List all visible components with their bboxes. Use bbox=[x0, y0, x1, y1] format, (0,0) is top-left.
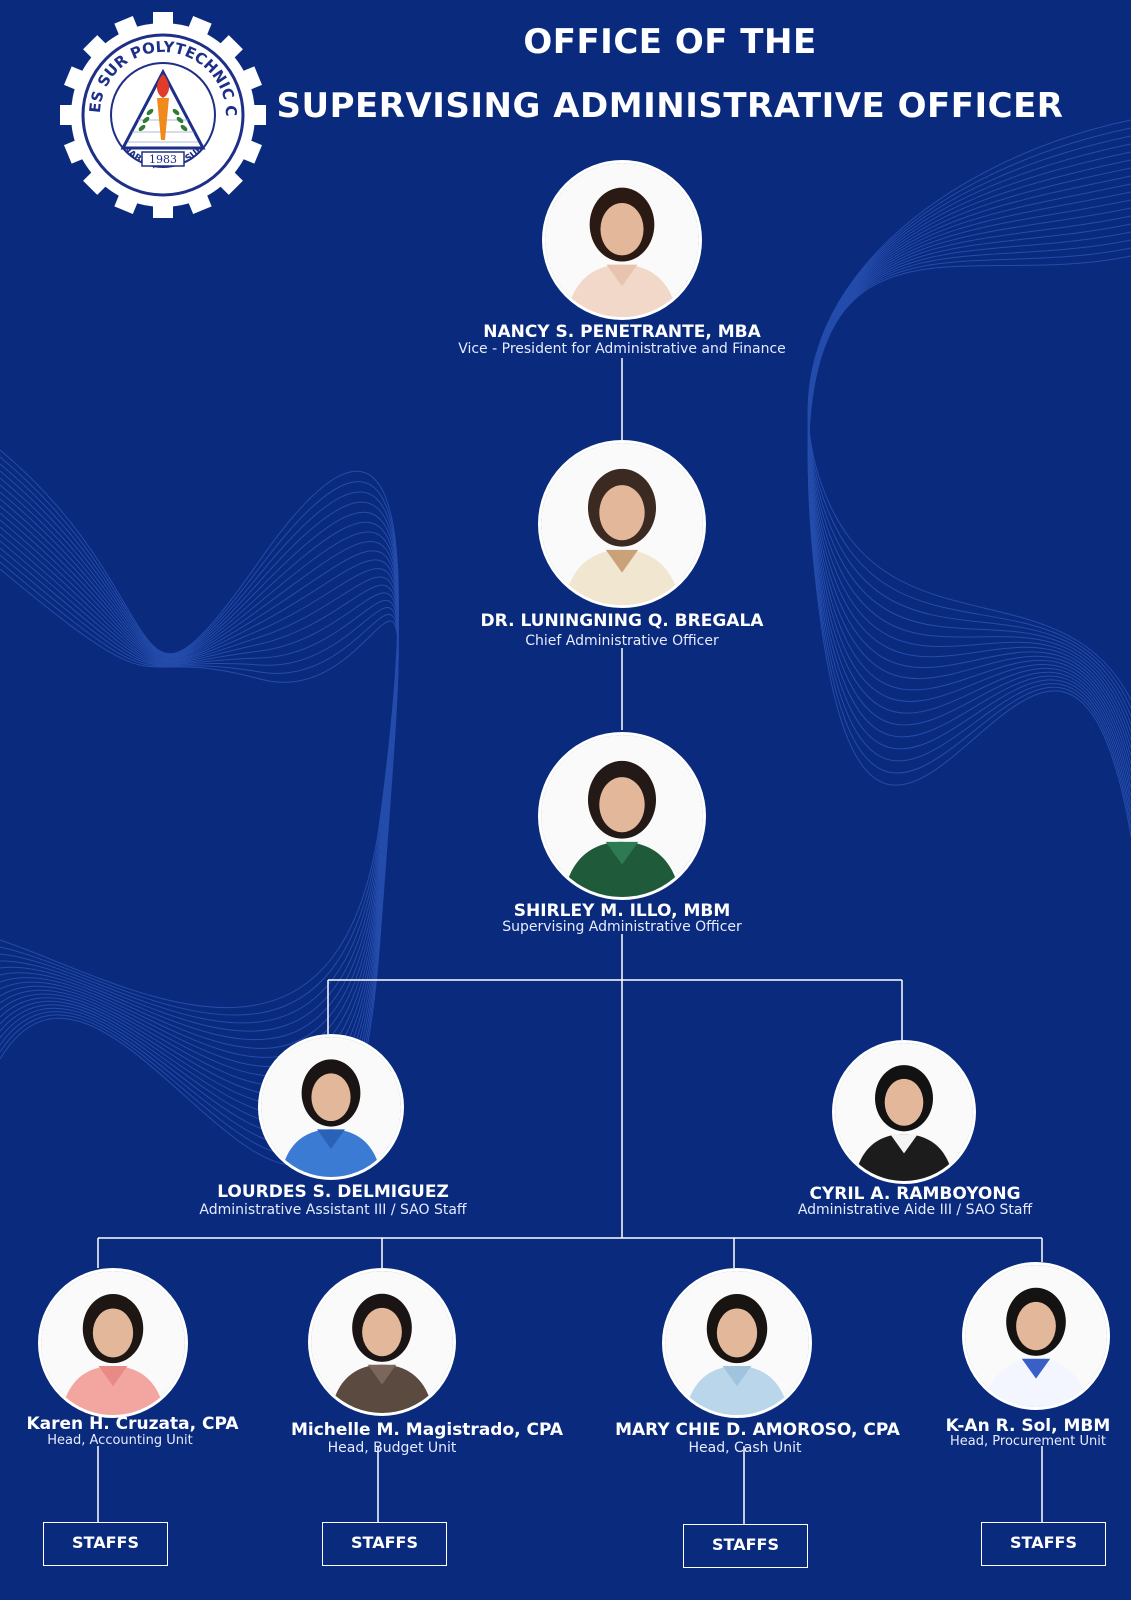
page-title-line1: OFFICE OF THE bbox=[523, 22, 817, 62]
photo-asst bbox=[258, 1034, 404, 1180]
photo-vp bbox=[542, 160, 702, 320]
portrait-icon bbox=[541, 735, 703, 897]
portrait-icon bbox=[835, 1043, 973, 1181]
name-asst: LOURDES S. DELMIGUEZ bbox=[217, 1182, 449, 1202]
page-title-line2: SUPERVISING ADMINISTRATIVE OFFICER bbox=[276, 86, 1064, 126]
name-procurement: K-An R. Sol, MBM bbox=[945, 1416, 1111, 1436]
portrait-icon bbox=[665, 1271, 809, 1415]
portrait-icon bbox=[545, 163, 699, 317]
staff-box-budget: STAFFS bbox=[322, 1522, 447, 1566]
portrait-icon bbox=[261, 1037, 401, 1177]
portrait-icon bbox=[541, 443, 703, 605]
name-vp: NANCY S. PENETRANTE, MBA bbox=[483, 322, 761, 342]
photo-budget bbox=[308, 1268, 456, 1416]
logo-year: 1983 bbox=[149, 153, 177, 166]
staff-box-procurement: STAFFS bbox=[981, 1522, 1106, 1566]
portrait-icon bbox=[311, 1271, 453, 1413]
name-budget: Michelle M. Magistrado, CPA bbox=[290, 1420, 564, 1440]
college-seal-logo: CAMARINES SUR POLYTECHNIC COLLEGES NABUA… bbox=[58, 10, 266, 218]
name-aide: CYRIL A. RAMBOYONG bbox=[809, 1184, 1021, 1204]
role-budget: Head, Budget Unit bbox=[327, 1440, 457, 1456]
role-aide: Administrative Aide III / SAO Staff bbox=[797, 1202, 1033, 1218]
staff-box-cash: STAFFS bbox=[683, 1524, 808, 1568]
role-vp: Vice - President for Administrative and … bbox=[458, 341, 786, 357]
photo-aide bbox=[832, 1040, 976, 1184]
photo-cash bbox=[662, 1268, 812, 1418]
role-cao: Chief Administrative Officer bbox=[525, 633, 719, 649]
role-sao: Supervising Administrative Officer bbox=[502, 919, 742, 935]
name-sao: SHIRLEY M. ILLO, MBM bbox=[513, 901, 731, 921]
photo-sao bbox=[538, 732, 706, 900]
name-cao: DR. LUNINGNING Q. BREGALA bbox=[480, 611, 764, 631]
portrait-icon bbox=[41, 1271, 185, 1415]
role-procurement: Head, Procurement Unit bbox=[950, 1434, 1106, 1449]
photo-cao bbox=[538, 440, 706, 608]
name-cash: MARY CHIE D. AMOROSO, CPA bbox=[615, 1420, 900, 1440]
role-asst: Administrative Assistant III / SAO Staff bbox=[199, 1202, 467, 1218]
photo-procurement bbox=[962, 1262, 1110, 1410]
photo-accounting bbox=[38, 1268, 188, 1418]
name-accounting: Karen H. Cruzata, CPA bbox=[26, 1414, 239, 1434]
staff-box-accounting: STAFFS bbox=[43, 1522, 168, 1566]
role-cash: Head, Cash Unit bbox=[688, 1440, 802, 1456]
role-accounting: Head, Accounting Unit bbox=[47, 1433, 193, 1448]
portrait-icon bbox=[965, 1265, 1107, 1407]
